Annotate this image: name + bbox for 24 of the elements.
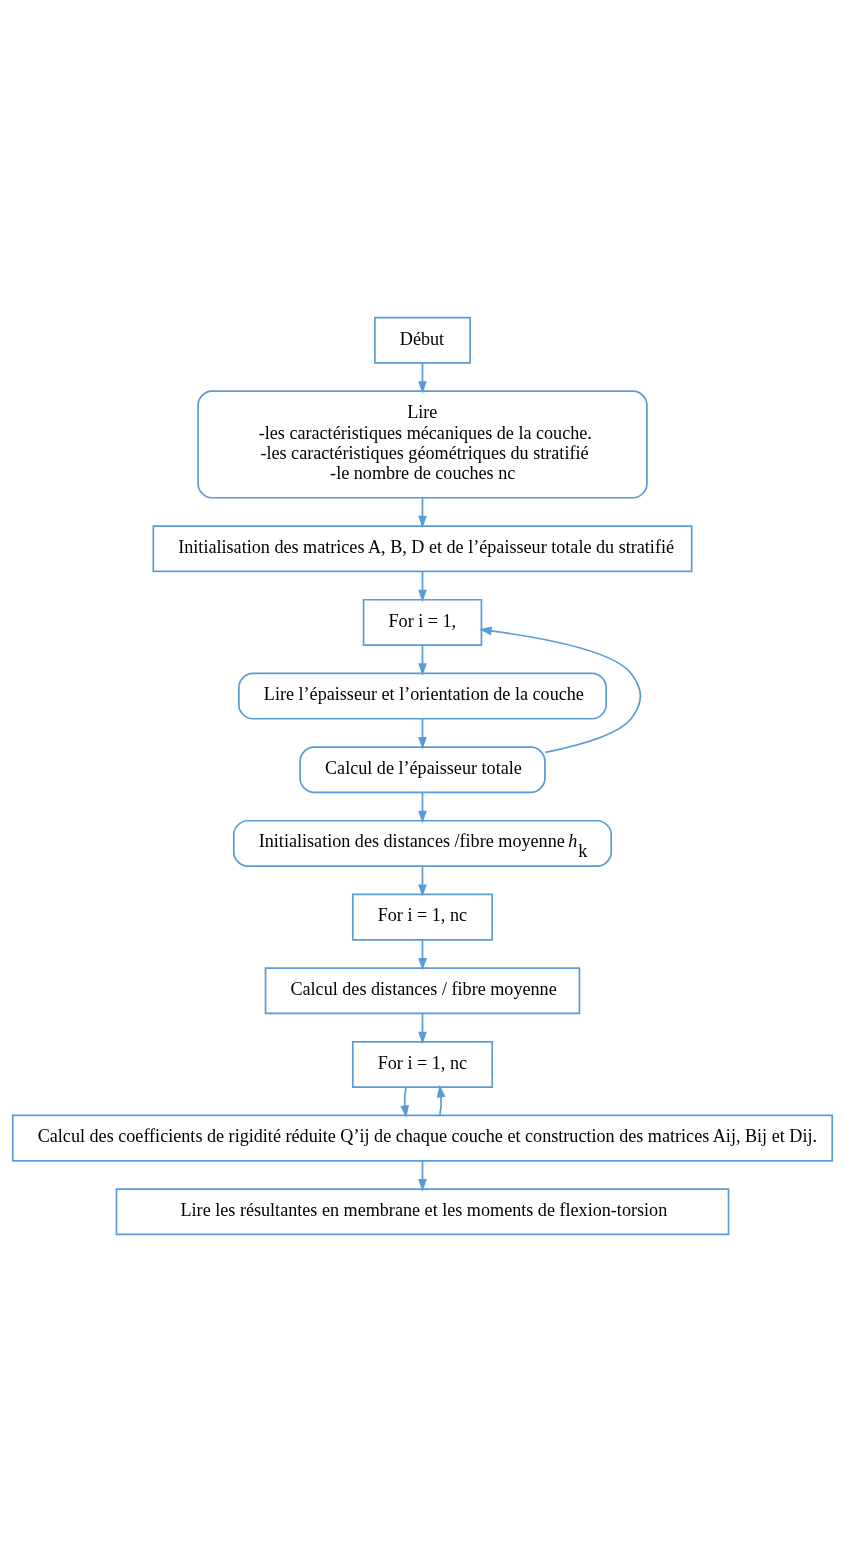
arrow xyxy=(436,1084,446,1116)
arrow xyxy=(400,1086,410,1118)
node-box: Calcul de l’épaisseur totale xyxy=(299,745,546,793)
arrow xyxy=(418,361,427,394)
node-box: Initialisation des matrices A, B, D et de l’épaisseur totale du stratifié xyxy=(152,524,693,572)
arrow xyxy=(418,496,427,528)
node-box: Début xyxy=(374,316,471,364)
arrow xyxy=(418,570,427,602)
node-box: Lire l’épaisseur et l’orientation de la couche xyxy=(238,672,607,720)
arrow xyxy=(418,865,427,897)
arrow xyxy=(418,717,427,750)
node-box: For i = 1, nc xyxy=(351,893,494,941)
arrow xyxy=(418,1012,427,1044)
node-box: Lire -les caractéristiques mécaniques de la couche. -les caractéristiques géométriques du stratifié -le nombre de couches nc xyxy=(197,389,648,499)
node-box: For i = 1, xyxy=(362,598,483,646)
arrow xyxy=(479,626,642,753)
node-box: Lire les résultantes en membrane et les moments de flexion-torsion xyxy=(115,1187,730,1235)
node-box: Calcul des distances / fibre moyenne xyxy=(264,966,581,1014)
arrow xyxy=(418,938,427,971)
node-box: Calcul des coefficients de rigidité réduite Q’ij de chaque couche et construction des matrices Aij, Bij et Dij. xyxy=(11,1114,834,1162)
arrow xyxy=(418,644,427,676)
arrow xyxy=(418,791,427,823)
arrow xyxy=(418,1159,427,1192)
node-box: For i = 1, nc xyxy=(351,1040,494,1088)
